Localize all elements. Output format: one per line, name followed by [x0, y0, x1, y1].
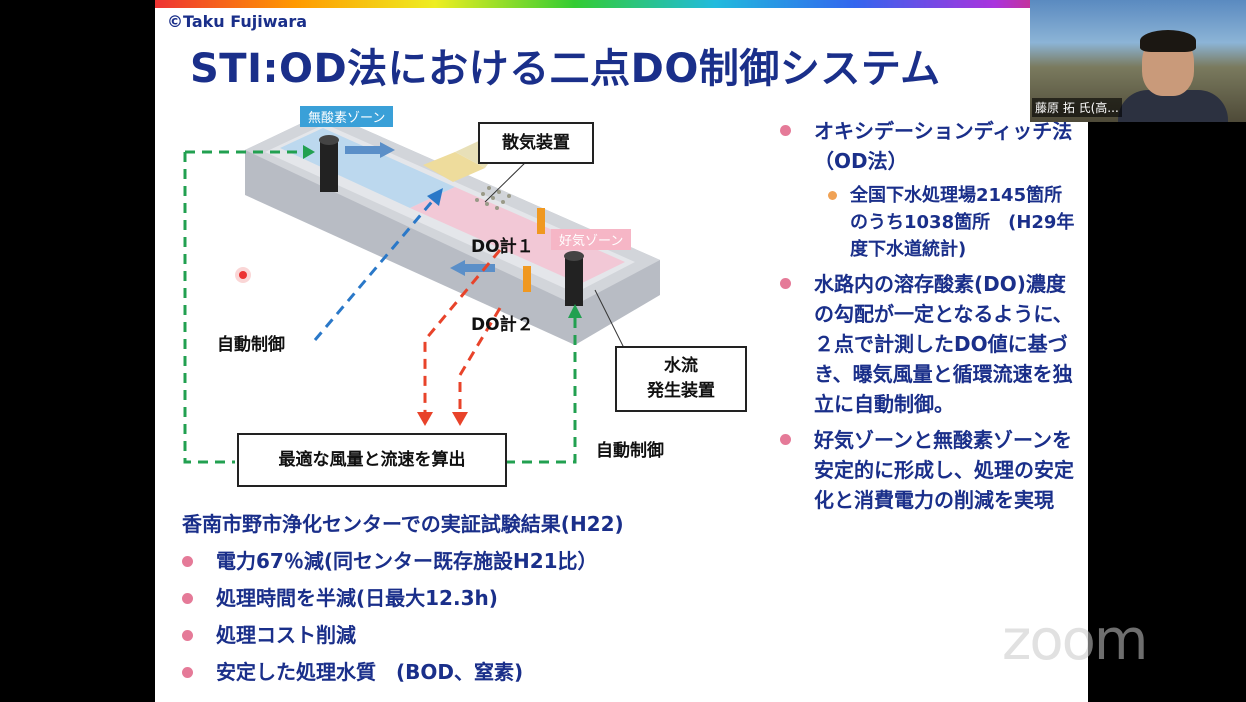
participant-video[interactable]: 藤原 拓 氏(高... — [1030, 0, 1246, 122]
do-meter-1-bar — [537, 208, 545, 234]
anoxic-zone-label: 無酸素ゾーン — [300, 106, 394, 127]
calc-box: 最適な風量と流速を算出 — [237, 433, 507, 487]
bullet-icon — [182, 667, 193, 678]
flow-generator-line2: 発生装置 — [647, 381, 715, 401]
od-diagram: 無酸素ゾーン 好気ゾーン 散気装置 DO計１ DO計２ 水流 発生装置 自動制御… — [155, 90, 775, 500]
do-meter-1-label: DO計１ — [471, 237, 534, 257]
bullet-stable-zones: 好気ゾーンと無酸素ゾーンを安定的に形成し、処理の安定化と消費電力の削減を実現 — [780, 425, 1080, 515]
participant-name: 藤原 拓 氏(高... — [1032, 98, 1122, 117]
bullet-do-control: 水路内の溶存酸素(DO)濃度の勾配が一定となるように、２点で計測したDO値に基づ… — [780, 269, 1080, 419]
aerator-box: 散気装置 — [478, 122, 594, 164]
do-meter-2-label: DO計２ — [471, 315, 534, 335]
result-item: 電力67％減(同センター既存施設H21比） — [182, 543, 624, 580]
result-item: 処理コスト削減 — [182, 617, 624, 654]
bullet-od-method: オキシデーションディッチ法（OD法） — [780, 116, 1080, 176]
auto-control-left: 自動制御 — [217, 335, 285, 355]
person-hair — [1140, 30, 1196, 52]
bullet-icon — [182, 630, 193, 641]
zoom-watermark: zoom — [1002, 608, 1148, 673]
slide-title: STI:OD法における二点DO制御システム — [190, 46, 941, 92]
rotor-right — [565, 256, 583, 306]
slide: ©Taku Fujiwara STI:OD法における二点DO制御システム — [155, 0, 1088, 702]
sub-bullet-stats: 全国下水処理場2145箇所のうち1038箇所 (H29年度下水道統計) — [780, 182, 1080, 263]
rainbow-bar — [155, 0, 1088, 8]
results-section: 香南市野市浄化センターでの実証試験結果(H22) 電力67％減(同センター既存施… — [182, 508, 624, 691]
copyright: ©Taku Fujiwara — [167, 12, 308, 31]
results-title: 香南市野市浄化センターでの実証試験結果(H22) — [182, 512, 624, 536]
sub-bullet-icon — [828, 191, 837, 200]
bullet-icon — [780, 125, 791, 136]
ditch-illustration — [183, 112, 660, 464]
bullet-icon — [182, 556, 193, 567]
bullet-icon — [780, 434, 791, 445]
flow-generator-box: 水流 発生装置 — [615, 346, 747, 412]
flow-generator-line1: 水流 — [664, 356, 698, 376]
aerobic-zone-label: 好気ゾーン — [551, 229, 632, 250]
auto-control-right: 自動制御 — [596, 441, 664, 461]
do-meter-2-bar — [523, 266, 531, 292]
rotor-left — [320, 140, 338, 192]
bullet-icon — [780, 278, 791, 289]
bullet-icon — [182, 593, 193, 604]
result-item: 安定した処理水質 (BOD、窒素) — [182, 654, 624, 691]
result-item: 処理時間を半減(日最大12.3h) — [182, 580, 624, 617]
right-bullets: オキシデーションディッチ法（OD法） 全国下水処理場2145箇所のうち1038箇… — [780, 116, 1080, 521]
